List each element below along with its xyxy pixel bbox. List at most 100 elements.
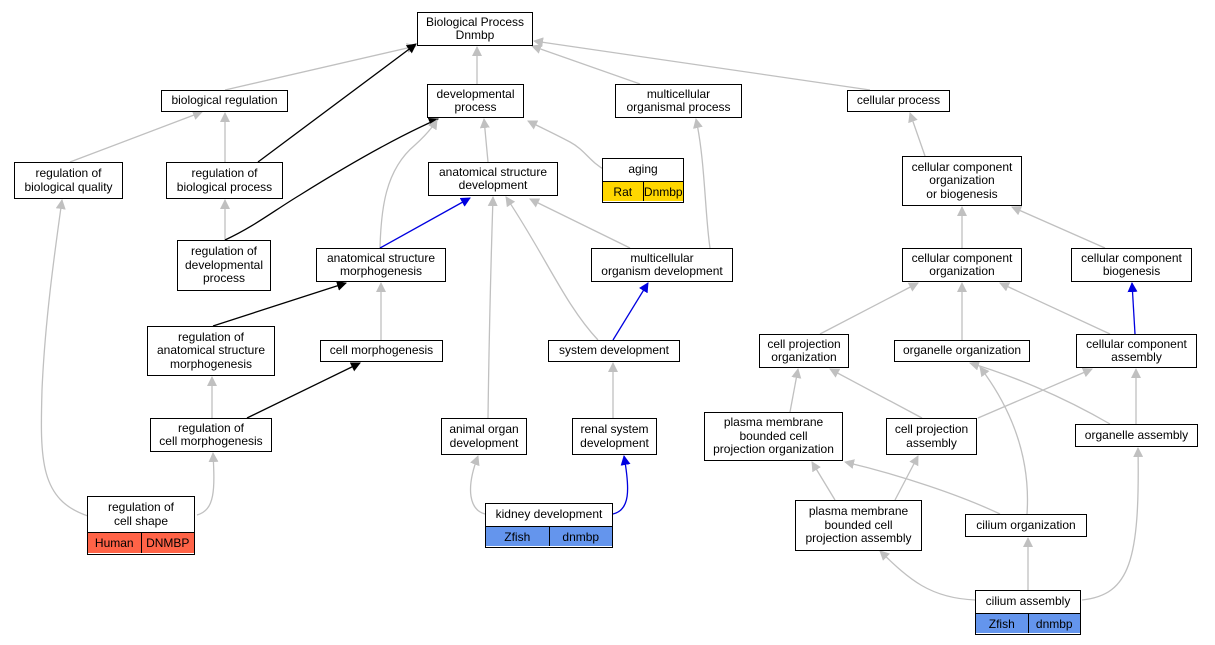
node-label-line: assembly	[1111, 350, 1162, 364]
node-label-line: cell morphogenesis	[329, 343, 434, 358]
graph-edge	[40, 199, 89, 517]
graph-edge	[844, 459, 1001, 515]
term-label-line: regulation of	[107, 500, 175, 514]
term-label: cilium assembly	[976, 591, 1080, 614]
node-label-line: anatomical structure	[326, 250, 436, 265]
graph-edge	[612, 455, 631, 515]
term-label: kidney development	[486, 504, 612, 527]
graph-edge	[527, 120, 606, 171]
graph-edge	[531, 44, 641, 85]
node-label-line: projection organization	[713, 442, 834, 457]
node-label-line: renal system	[580, 422, 649, 436]
node-label-line: multicellular	[646, 86, 711, 101]
node-label-line: organelle organization	[902, 343, 1022, 358]
node-label-line: cell projection	[767, 336, 841, 351]
node-system-development[interactable]: system development	[548, 340, 680, 362]
node-label-line: assembly	[906, 435, 957, 450]
node-label-line: cellular component	[1081, 250, 1182, 265]
graph-edge	[469, 455, 486, 515]
graph-edge	[829, 368, 923, 419]
node-label-line: organism development	[601, 264, 723, 278]
graph-edge	[379, 197, 471, 249]
term-label-line: cell shape	[113, 513, 169, 528]
node-label-line: development	[580, 435, 649, 450]
node-label-line: biological process	[176, 179, 273, 194]
annotation-gene: DNMBP	[140, 533, 195, 553]
node-organelle-assembly[interactable]: organelle assembly	[1075, 424, 1198, 447]
node-label-line: organization	[929, 264, 995, 278]
node-label-line: organization	[771, 350, 837, 364]
graph-edge	[612, 282, 649, 341]
graph-edge	[1011, 206, 1106, 249]
node-label-line: biogenesis	[1102, 264, 1161, 278]
node-cell-morphogenesis[interactable]: cell morphogenesis	[320, 340, 443, 362]
graph-edge	[529, 198, 631, 249]
graph-edge	[224, 118, 439, 241]
node-label-line: developmental	[184, 257, 264, 272]
graph-edge	[819, 282, 919, 335]
node-label-line: or biogenesis	[926, 186, 998, 201]
graph-edge	[505, 196, 599, 341]
graph-edge	[879, 550, 976, 601]
node-label-line: Biological Process	[425, 14, 525, 29]
node-label-line: organization	[929, 173, 995, 188]
graph-edge	[908, 112, 926, 157]
node-label-line: process	[202, 271, 246, 286]
graph-edge	[789, 368, 802, 413]
graph-edge	[487, 196, 498, 419]
node-label-line: animal organ	[449, 422, 519, 436]
node-organelle-organization[interactable]: organelle organization	[894, 340, 1030, 362]
term-label: aging	[603, 159, 683, 182]
node-label-line: organismal process	[626, 100, 731, 114]
term-label-line: kidney development	[495, 507, 603, 522]
node-cellular-process[interactable]: cellular process	[847, 90, 950, 112]
node-label-line: regulation of	[35, 166, 102, 180]
node-cilium-organization[interactable]: cilium organization	[965, 514, 1087, 537]
annotation-gene: dnmbp	[1027, 614, 1081, 633]
graph-edge	[69, 110, 203, 163]
node-label-line: organelle assembly	[1084, 427, 1189, 442]
graph-edge	[212, 281, 347, 327]
node-label-line: regulation of	[191, 166, 258, 180]
node-label-line: development	[458, 178, 528, 192]
node-label-line: bounded cell	[739, 428, 808, 443]
annotation-species: Zfish	[504, 529, 531, 544]
graph-edge	[999, 282, 1111, 335]
node-biological-regulation[interactable]: biological regulation	[161, 90, 288, 112]
annotation-species: Human	[94, 536, 134, 550]
node-label-line: Dnmbp	[455, 28, 495, 42]
graph-edge	[257, 43, 417, 163]
graph-edge	[977, 367, 1093, 419]
node-label-line: morphogenesis	[169, 356, 253, 371]
graph-edge	[979, 366, 1029, 515]
graph-edge	[894, 455, 919, 501]
